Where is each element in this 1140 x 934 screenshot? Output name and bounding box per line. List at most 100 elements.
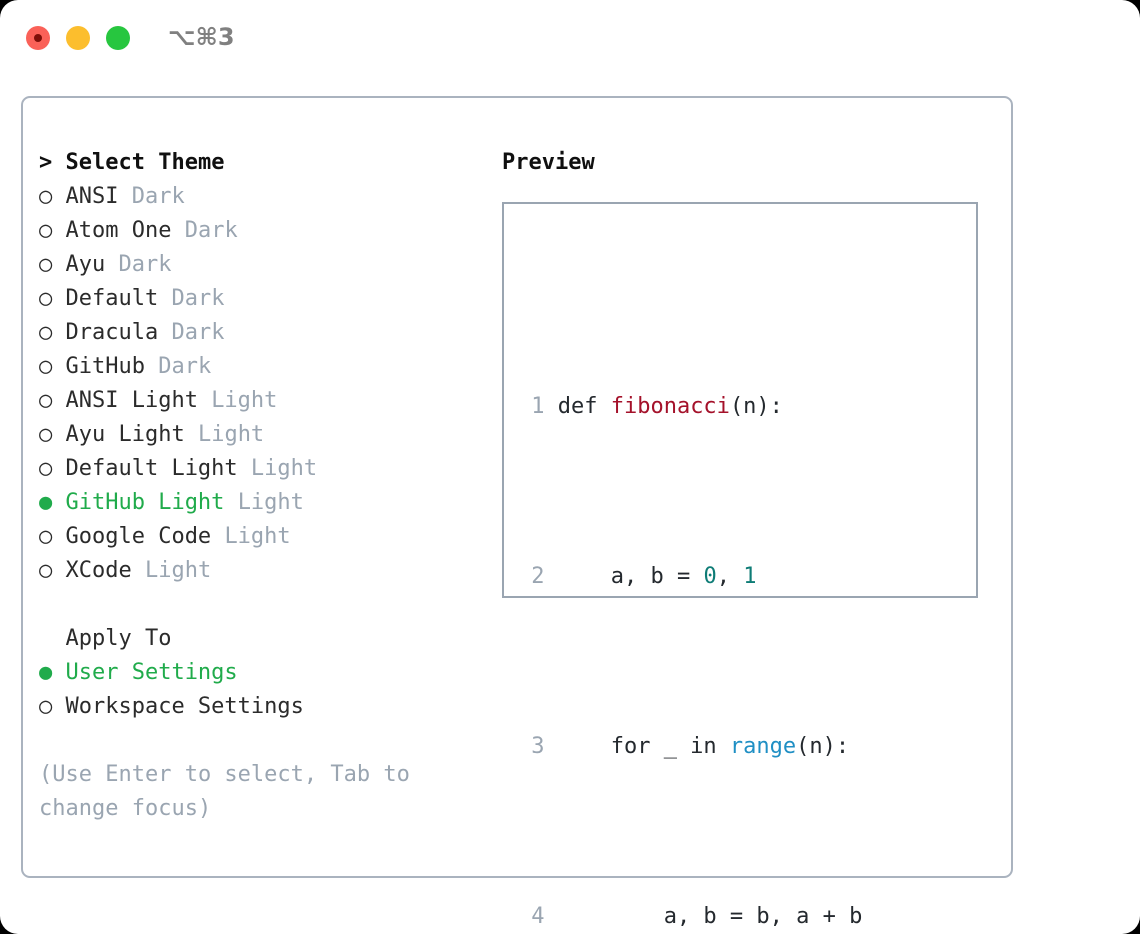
theme-name: ANSI (65, 184, 119, 209)
theme-variant (171, 214, 184, 248)
theme-item-ayu-dark[interactable]: ○ Ayu Dark (39, 248, 484, 282)
theme-item-default-dark[interactable]: ○ Default Dark (39, 282, 484, 316)
theme-picker-title-text: Select Theme (65, 150, 225, 175)
theme-item-ayu-light[interactable]: ○ Ayu Light Light (39, 418, 484, 452)
theme-item-default-light[interactable]: ○ Default Light Light (39, 452, 484, 486)
traffic-light-buttons (26, 26, 130, 50)
code-token: a, b = (557, 564, 704, 589)
code-token: , (716, 564, 744, 589)
theme-picker-column: > Select Theme ○ ANSI Dark ○ Atom One Da… (39, 146, 484, 826)
theme-item-dracula-dark[interactable]: ○ Dracula Dark (39, 316, 484, 350)
line-number: 2 (531, 564, 545, 589)
theme-name: Atom One (65, 218, 172, 243)
theme-variant-text: Dark (171, 320, 225, 345)
code-line: 4 a, b = b, a + b (518, 900, 889, 934)
code-line: 3 for _ in range(n): (518, 730, 889, 764)
theme-item-ansi-dark[interactable]: ○ ANSI Dark (39, 180, 484, 214)
theme-name: Dracula (65, 320, 159, 345)
theme-variant-text: Dark (171, 286, 225, 311)
theme-name: ANSI Light (65, 388, 198, 413)
theme-variant (105, 248, 118, 282)
code-token-number: 1 (743, 564, 757, 589)
apply-to-workspace-settings[interactable]: ○ Workspace Settings (39, 690, 484, 724)
theme-variant (198, 384, 211, 418)
theme-variant-text: Light (224, 524, 291, 549)
radio-marker-icon: ○ (39, 422, 66, 447)
code-token: def (557, 394, 611, 419)
theme-item-atom-one-dark[interactable]: ○ Atom One Dark (39, 214, 484, 248)
theme-variant (185, 418, 198, 452)
theme-variant (118, 180, 131, 214)
prompt-caret: > (39, 150, 66, 175)
theme-variant-text: Dark (184, 218, 238, 243)
maximize-window-button[interactable] (106, 26, 130, 50)
theme-name: GitHub (65, 354, 145, 379)
keyboard-hint-text: (Use Enter to select, Tab to change focu… (39, 762, 410, 821)
theme-variant (145, 350, 158, 384)
minimize-window-button[interactable] (66, 26, 90, 50)
radio-marker-icon: ○ (39, 320, 66, 345)
preview-code: 1 def fibonacci(n): 2 a, b = 0, 1 3 for … (518, 254, 889, 934)
hint-spacer (39, 724, 484, 758)
theme-variant-text: Light (197, 422, 265, 447)
radio-marker-icon: ○ (39, 252, 66, 277)
theme-variant-text: Dark (158, 354, 212, 379)
code-space (544, 734, 557, 759)
theme-variant-text: Light (144, 558, 212, 583)
preview-heading: Preview (502, 150, 595, 175)
theme-variant-text: Dark (118, 252, 172, 277)
radio-marker-selected-icon: ● (39, 660, 66, 685)
radio-marker-icon: ○ (39, 558, 66, 583)
close-window-button[interactable] (26, 26, 50, 50)
code-token: (n): (796, 734, 850, 759)
radio-marker-icon: ○ (39, 354, 66, 379)
theme-item-github-light[interactable]: ● GitHub Light Light (39, 486, 484, 520)
code-space (544, 904, 557, 929)
title-bar: ⌥⌘3 (0, 0, 1140, 78)
line-number: 1 (531, 394, 545, 419)
theme-variant (158, 316, 171, 350)
theme-variant-text: Light (250, 456, 318, 481)
theme-item-github-dark[interactable]: ○ GitHub Dark (39, 350, 484, 384)
code-token: a, b = b, a + b (557, 904, 863, 929)
theme-name: Default Light (65, 456, 238, 481)
theme-variant-text: Dark (131, 184, 185, 209)
code-space (544, 394, 557, 419)
theme-name: Google Code (65, 524, 212, 549)
apply-to-user-settings[interactable]: ● User Settings (39, 656, 484, 690)
preview-column: Preview 1 def fibonacci(n): 2 a, b = 0, … (502, 146, 992, 929)
theme-name: Ayu (65, 252, 106, 277)
code-space (544, 564, 557, 589)
radio-marker-icon: ○ (39, 218, 66, 243)
theme-variant-text: Light (237, 490, 304, 515)
theme-variant-text: Light (211, 388, 278, 413)
code-line: 1 def fibonacci(n): (518, 390, 889, 424)
radio-marker-icon: ○ (39, 286, 66, 311)
main-panel: > Select Theme ○ ANSI Dark ○ Atom One Da… (21, 96, 1013, 929)
radio-marker-icon: ○ (39, 388, 66, 413)
line-number: 4 (531, 904, 545, 929)
radio-marker-icon: ○ (39, 694, 66, 719)
code-token: (n): (729, 394, 783, 419)
code-token-builtin: range (729, 734, 797, 759)
theme-item-google-code-light[interactable]: ○ Google Code Light (39, 520, 484, 554)
radio-marker-icon: ○ (39, 456, 66, 481)
radio-marker-selected-icon: ● (39, 490, 66, 515)
theme-variant (238, 452, 251, 486)
preview-box: 1 def fibonacci(n): 2 a, b = 0, 1 3 for … (502, 202, 978, 929)
apply-to-heading: Apply To (39, 626, 172, 651)
theme-name: Default (65, 286, 159, 311)
theme-name: GitHub Light (65, 490, 225, 515)
apply-to-label: User Settings (65, 660, 238, 685)
theme-item-ansi-light[interactable]: ○ ANSI Light Light (39, 384, 484, 418)
theme-name: XCode (65, 558, 132, 583)
line-number: 3 (531, 734, 545, 759)
keyboard-shortcut-label: ⌥⌘3 (168, 23, 235, 51)
theme-variant (211, 520, 224, 554)
code-line: 2 a, b = 0, 1 (518, 560, 889, 594)
apply-to-label: Workspace Settings (65, 694, 304, 719)
code-token: for _ in (557, 734, 730, 759)
theme-item-xcode-light[interactable]: ○ XCode Light (39, 554, 484, 588)
code-token-function: fibonacci (610, 394, 730, 419)
